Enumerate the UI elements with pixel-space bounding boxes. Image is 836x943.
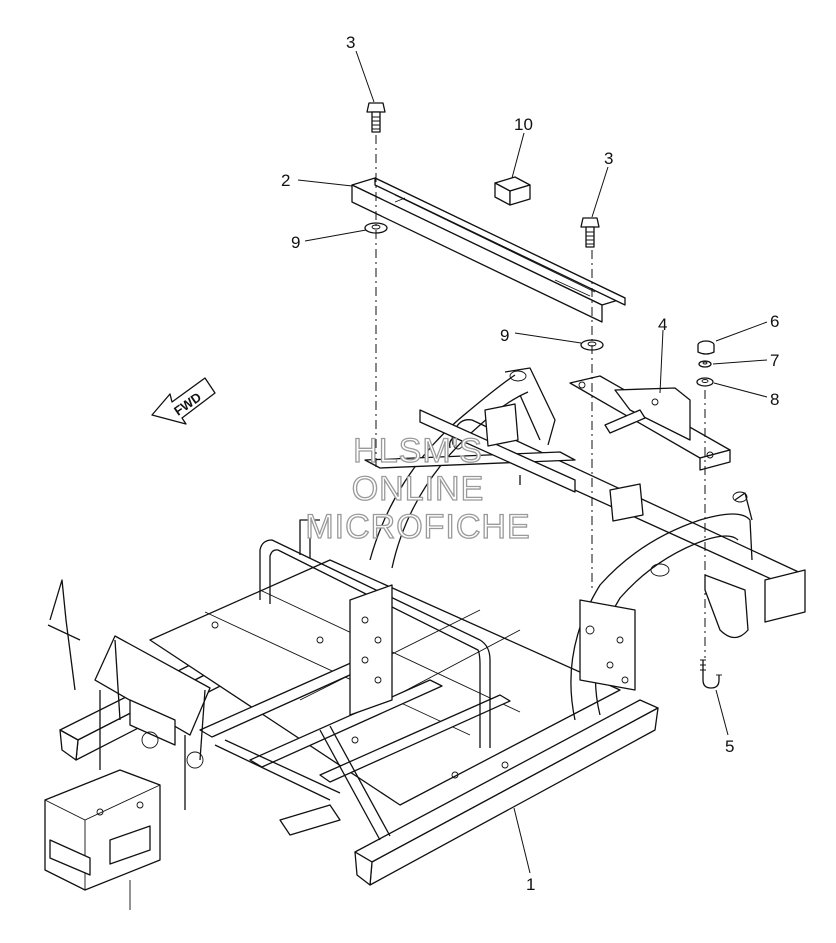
assembly-centerlines [375,135,706,658]
callout-3-right: 3 [604,149,613,168]
callout-4: 4 [658,315,667,334]
bolt-right [580,217,600,248]
watermark: HLSM'S ONLINE MICROFICHE [305,431,531,546]
washer-8 [696,377,714,387]
watermark-line-1: HLSM'S [353,432,483,470]
watermark-line-2: ONLINE [352,470,485,508]
fwd-arrow-icon: FWD [151,377,216,425]
part-4-bracket [569,375,731,471]
lock-washer-7 [698,360,712,368]
bolt-left [366,102,386,133]
callout-5: 5 [725,737,734,756]
callout-3-left: 3 [346,33,355,52]
callout-9-left: 9 [291,233,300,252]
callout-9-right: 9 [500,326,509,345]
part-5-u-bolt [700,659,722,689]
callout-8: 8 [770,390,779,409]
main-frame [44,519,659,910]
callout-1: 1 [526,875,535,894]
watermark-line-3: MICROFICHE [305,508,530,546]
rear-arch-frame [364,367,806,721]
callout-2: 2 [281,171,290,190]
callout-labels: 1 2 3 3 4 5 6 7 8 9 9 10 [281,33,779,894]
part-2-rail [351,177,626,323]
part-10-block [494,176,531,206]
callout-7: 7 [770,351,779,370]
callout-6: 6 [770,312,779,331]
callout-10: 10 [514,115,533,134]
nut-6 [697,340,715,355]
leader-lines [297,50,768,874]
